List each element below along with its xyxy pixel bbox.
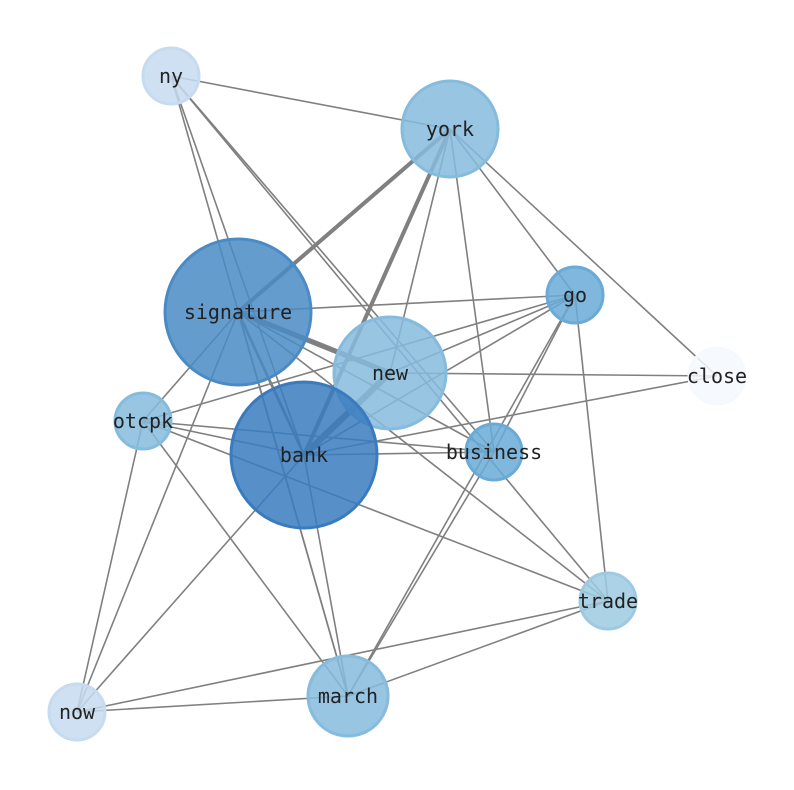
edge-march-business [347,451,495,697]
node-york[interactable]: york [400,79,500,179]
node-business[interactable]: business [446,422,542,482]
node-circle[interactable] [332,315,448,431]
node-circle[interactable] [578,571,638,631]
edge-go-trade [574,294,609,602]
node-circle[interactable] [163,237,313,387]
node-label: york [426,117,474,141]
node-label: ny [159,64,183,88]
node-label: march [318,684,378,708]
node-circle[interactable] [141,46,201,106]
node-ny[interactable]: ny [141,46,201,106]
node-circle[interactable] [400,79,500,179]
edge-go-march [347,294,576,697]
node-circle[interactable] [687,346,747,406]
edge-otcpk-now [76,420,144,713]
node-circle[interactable] [113,391,173,451]
node-circle[interactable] [47,682,107,742]
node-circle[interactable] [464,422,524,482]
node-label: new [372,361,409,385]
node-otcpk[interactable]: otcpk [113,391,173,451]
node-close[interactable]: close [687,346,747,406]
node-bank[interactable]: bank [229,380,379,530]
edge-march-now [76,695,349,713]
node-go[interactable]: go [545,265,605,325]
node-signature[interactable]: signature [163,237,313,387]
node-circle[interactable] [306,654,390,738]
node-new[interactable]: new [332,315,448,431]
edge-york-business [449,128,495,453]
node-trade[interactable]: trade [578,571,638,631]
node-label: go [563,283,587,307]
node-label: trade [578,589,638,613]
edge-otcpk-trade [142,420,609,602]
node-label: signature [184,300,292,324]
edge-signature-trade [237,311,609,602]
node-label: business [446,440,542,464]
node-circle[interactable] [545,265,605,325]
node-march[interactable]: march [306,654,390,738]
node-label: otcpk [113,409,173,433]
node-now[interactable]: now [47,682,107,742]
node-label: close [687,364,747,388]
edge-march-trade [347,600,609,697]
edge-otcpk-march [142,420,349,697]
node-label: bank [280,443,328,467]
nodes-layer: ny york signature go new close otcpk bank busine… [47,46,747,742]
node-circle[interactable] [229,380,379,530]
node-label: now [59,700,96,724]
edge-york-close [449,128,718,377]
